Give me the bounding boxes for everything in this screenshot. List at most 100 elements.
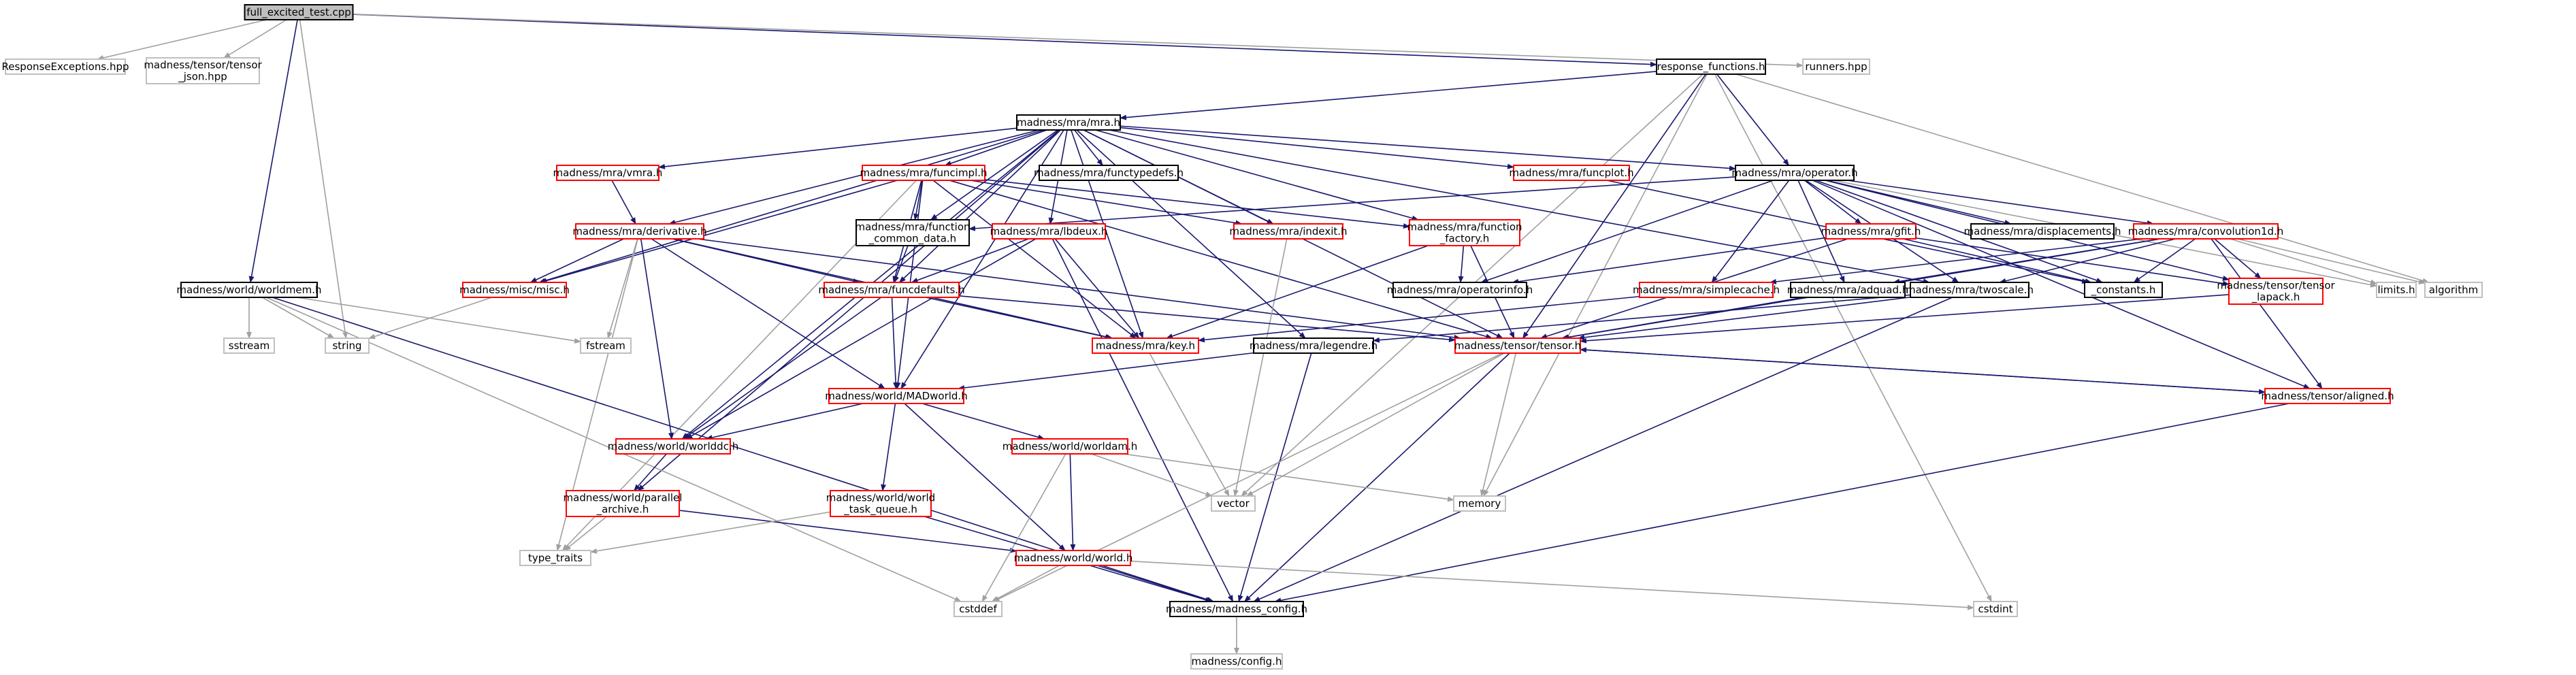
- node-indexit[interactable]: madness/mra/indexit.h: [1229, 223, 1348, 240]
- node-derivative[interactable]: madness/mra/derivative.h: [572, 223, 707, 240]
- node-label: madness/mra/simplecache.h: [1633, 284, 1780, 296]
- edge: [2211, 238, 2323, 389]
- node-functypedefs[interactable]: madness/mra/functypedefs.h: [1034, 165, 1184, 181]
- node-convolution1d[interactable]: madness/mra/convolution1d.h: [2128, 223, 2284, 240]
- node-world_task_queue[interactable]: madness/world/world_task_queue.h: [826, 490, 935, 517]
- edge: [590, 511, 831, 554]
- node-box: [828, 388, 964, 404]
- edge: [1999, 238, 2176, 284]
- node-label: madness/mra/functypedefs.h: [1034, 167, 1184, 179]
- edge-funcimpl-to-indexit: [970, 180, 1243, 226]
- node-memory[interactable]: memory: [1453, 495, 1506, 512]
- edge: [1735, 73, 2430, 284]
- node-tensor[interactable]: madness/tensor/tensor.h: [1454, 338, 1581, 354]
- node-function_common[interactable]: madness/mra/function_common_data.h: [855, 219, 971, 246]
- node-misc[interactable]: madness/misc/misc.h: [459, 282, 570, 298]
- node-label: madness/tensor/tensor.h: [1454, 340, 1581, 352]
- node-legendre[interactable]: madness/mra/legendre.h: [1250, 338, 1377, 354]
- node-runners[interactable]: runners.hpp: [1802, 59, 1870, 75]
- edge: [564, 516, 607, 551]
- node-function_factory[interactable]: madness/mra/function_factory.h: [1407, 219, 1522, 246]
- node-worlddc[interactable]: madness/world/worlddc.h: [608, 438, 738, 455]
- node-adquad[interactable]: madness/mra/adquad.h: [1787, 282, 1909, 298]
- edge-worldmem-to-string: [261, 297, 335, 339]
- edge: [1458, 245, 1465, 283]
- node-limits[interactable]: limits.h: [2376, 282, 2417, 298]
- node-response_functions[interactable]: response_functions.h: [1656, 59, 1766, 75]
- node-cstdint[interactable]: cstdint: [1973, 601, 2018, 617]
- node-madness_config[interactable]: madness/madness_config.h: [1166, 601, 1307, 617]
- edge: [697, 238, 1461, 340]
- node-label: madness/world/world.h: [1014, 552, 1133, 564]
- edge: [1109, 129, 1930, 284]
- node-label: ResponseExceptions.hpp: [2, 61, 129, 73]
- node-worldam[interactable]: madness/world/worldam.h: [1002, 438, 1137, 455]
- node-funcimpl[interactable]: madness/mra/funcimpl.h: [860, 165, 988, 181]
- node-aligned[interactable]: madness/tensor/aligned.h: [2261, 388, 2394, 404]
- edge-convolution1d-to-limits: [2230, 238, 2377, 285]
- node-box: [2264, 388, 2391, 404]
- node-worldmem[interactable]: madness/world/worldmem.h: [176, 282, 322, 298]
- edge-operator-to-gfit: [1804, 180, 1862, 225]
- node-response_exceptions[interactable]: ResponseExceptions.hpp: [2, 59, 129, 75]
- edge: [1095, 129, 1419, 221]
- node-lbdeux[interactable]: madness/mra/lbdeux.h: [990, 223, 1108, 240]
- node-constants[interactable]: _constants.h: [2084, 282, 2163, 298]
- edge: [607, 238, 638, 339]
- edge-mra-to-functypedefs: [1074, 129, 1103, 166]
- node-label: madness/mra/operator.h: [1731, 167, 1857, 179]
- edge: [1123, 453, 1454, 502]
- node-funcdefaults[interactable]: madness/mra/funcdefaults.h: [818, 282, 965, 298]
- node-tensor_json[interactable]: madness/tensor/tensor_json.hpp: [144, 57, 263, 84]
- node-cstddef[interactable]: cstddef: [953, 601, 1002, 617]
- edge-mra-to-twoscale: [1109, 129, 1930, 284]
- node-fstream[interactable]: fstream: [580, 338, 632, 354]
- node-vector[interactable]: vector: [1211, 495, 1256, 512]
- node-tensor_lapack[interactable]: madness/tensor/tensor_lapack.h: [2217, 278, 2336, 305]
- node-displacements[interactable]: madness/mra/displacements.h: [1964, 223, 2121, 240]
- edge: [1847, 180, 2154, 226]
- node-box: [1253, 338, 1374, 354]
- edge-worldam-to-cstddef: [981, 453, 1066, 602]
- edge-mra-to-funcimpl: [944, 129, 1047, 166]
- node-operator[interactable]: madness/mra/operator.h: [1731, 165, 1858, 181]
- node-madworld[interactable]: madness/world/MADworld.h: [825, 388, 968, 404]
- edge: [984, 179, 1410, 229]
- node-gfit[interactable]: madness/mra/gfit.h: [1821, 223, 1921, 240]
- edge-worldam-to-memory: [1123, 453, 1454, 502]
- edge-convolution1d-to-tensor_lapack: [2214, 238, 2262, 279]
- node-vmra[interactable]: madness/mra/vmra.h: [553, 165, 663, 181]
- edge: [1711, 180, 1790, 283]
- node-mra[interactable]: madness/mra/mra.h: [1016, 114, 1121, 131]
- node-label: sstream: [229, 340, 270, 352]
- node-sstream[interactable]: sstream: [223, 338, 275, 354]
- node-label: madness/mra/adquad.h: [1787, 284, 1909, 296]
- node-algorithm[interactable]: algorithm: [2424, 282, 2483, 298]
- edge: [1130, 560, 1974, 610]
- node-operatorinfo[interactable]: madness/mra/operatorinfo.h: [1387, 282, 1533, 298]
- edge-world-to-cstddef: [991, 565, 1060, 602]
- edge-gfit-to-tensor_lapack: [1915, 237, 2230, 286]
- edge-root-to-string: [299, 19, 348, 339]
- node-box: [862, 165, 985, 181]
- edge-funcdefaults-to-madworld: [891, 297, 899, 389]
- node-type_traits[interactable]: type_traits: [519, 550, 591, 566]
- edge-response_functions-to-operator: [1716, 73, 1789, 166]
- node-world[interactable]: madness/world/world.h: [1014, 550, 1133, 566]
- edge: [248, 19, 298, 283]
- edge-mra-to-vmra: [658, 127, 1017, 169]
- edge: [368, 297, 493, 340]
- edge: [913, 180, 923, 220]
- node-box: [1639, 282, 1774, 298]
- edge: [685, 238, 1037, 440]
- node-string[interactable]: string: [325, 338, 370, 354]
- node-parallel_archive[interactable]: madness/world/parallel_archive.h: [564, 490, 683, 517]
- edge: [297, 297, 581, 344]
- node-simplecache[interactable]: madness/mra/simplecache.h: [1633, 282, 1780, 298]
- node-twoscale[interactable]: madness/mra/twoscale.h: [1906, 282, 2034, 298]
- node-funcplot[interactable]: madness/mra/funcplot.h: [1509, 165, 1634, 181]
- edge-convolution1d-to-twoscale: [1999, 238, 2176, 284]
- node-config[interactable]: madness/config.h: [1190, 653, 1283, 670]
- edge-funcimpl-to-function_common: [913, 180, 923, 220]
- node-key[interactable]: madness/mra/key.h: [1092, 338, 1199, 354]
